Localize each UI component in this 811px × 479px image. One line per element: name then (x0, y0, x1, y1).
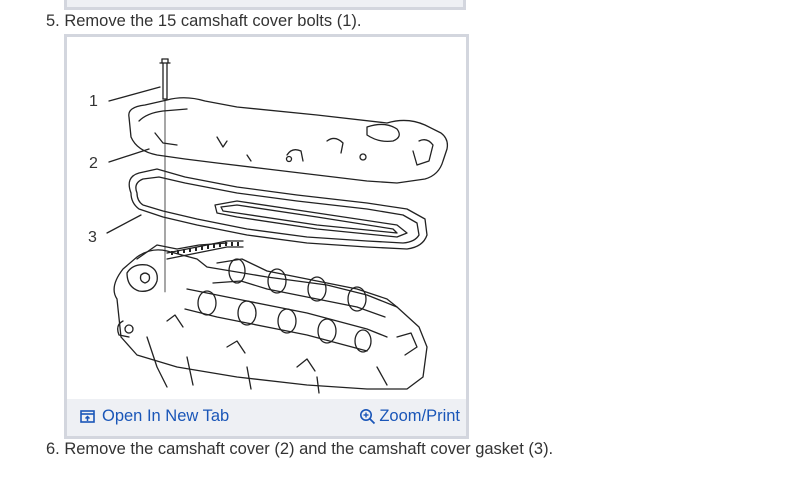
zoom-print-link[interactable]: Zoom/Print (359, 407, 460, 426)
callout-1-line (108, 86, 161, 102)
camshaft-cover (128, 97, 449, 184)
step-6-text: 6. Remove the camshaft cover (2) and the… (46, 440, 554, 458)
camshaft-cover-gasket (128, 168, 428, 250)
callout-2-line (108, 148, 150, 163)
timing-chain (171, 242, 239, 255)
previous-figure-frame (64, 0, 466, 10)
open-in-new-tab-link[interactable]: Open In New Tab (79, 407, 229, 426)
cover-bolt (159, 58, 171, 100)
figure-toolbar: Open In New Tab Zoom/Print (67, 399, 466, 436)
open-in-new-tab-label: Open In New Tab (102, 407, 230, 425)
callout-3-label: 3 (88, 229, 97, 246)
figure-frame: 1 2 3 Open In New Tab (64, 34, 469, 439)
zoom-icon (359, 408, 376, 425)
step-5-text: 5. Remove the 15 camshaft cover bolts (1… (46, 12, 362, 30)
previous-figure-toolbar (67, 0, 463, 7)
engine-cylinder-head (113, 240, 428, 394)
zoom-print-label: Zoom/Print (379, 407, 460, 425)
camshaft-cover-diagram: 1 2 3 (67, 37, 466, 399)
callout-3-line (106, 214, 142, 234)
diagram-svg: 1 2 3 (88, 58, 449, 394)
callout-1-label: 1 (89, 93, 98, 110)
callout-2-label: 2 (89, 155, 98, 172)
open-in-new-tab-icon (79, 408, 96, 425)
